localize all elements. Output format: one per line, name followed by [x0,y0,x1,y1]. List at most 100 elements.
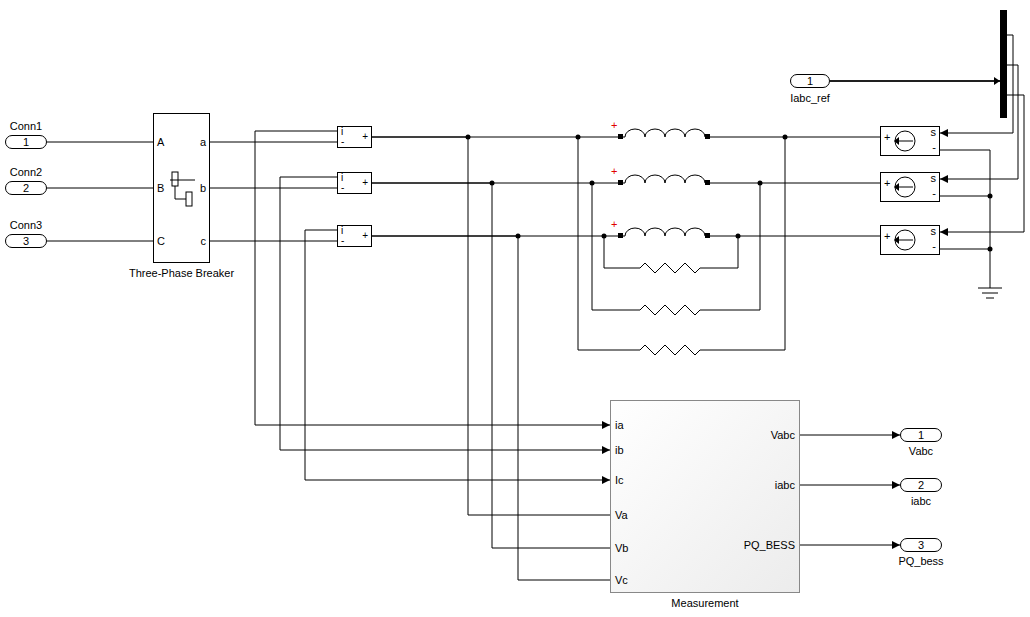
current-measurement-block: i-+ [337,126,372,148]
wire-connector [280,177,610,450]
block-label: - [341,235,344,246]
wire-segment [210,188,337,189]
block-label: 1 [6,136,46,149]
wire-segment [372,137,610,515]
wire-connector [800,485,900,486]
polarity-mark: + [611,218,617,231]
wire-connector [830,35,1013,133]
polarity-mark: + [611,119,617,132]
block-label: 1 [901,429,941,442]
ground-symbol [978,288,1002,289]
wire-segment [47,142,153,143]
block-label: iabc [911,495,931,508]
block-label: a [200,136,206,149]
wire-segment [47,188,153,189]
block-label: Vc [615,574,628,587]
block-label: iabc [775,479,795,492]
resistor-symbol [604,236,738,273]
wire-segment [47,241,153,242]
block-label: + [362,230,368,241]
block-label: - [932,141,936,154]
block-label: s [931,225,937,238]
wire-connector [800,545,900,546]
wire-connector [47,241,153,242]
wire-segment [800,485,900,486]
wire-segment [830,81,1000,82]
block-label: Iabc_ref [790,92,830,105]
polarity-mark: + [611,165,617,178]
wire-segment [800,435,900,436]
current-measurement-block: i- + [337,172,372,194]
block-label: c [201,235,207,248]
block-label: Ic [615,474,624,487]
block-label: i [341,172,343,183]
block-label: - [341,136,344,147]
block-label: + [884,230,890,243]
port-block: 1Vabc [900,428,942,442]
wire-segment [210,241,337,242]
block-label: Va [615,509,628,522]
block-label: s [931,126,937,139]
current-measurement-block: i- + [337,225,372,247]
wire-connector [372,236,610,580]
wire-segment [940,95,1024,232]
inductor-symbol [625,228,705,236]
block-label: i [341,225,343,236]
wire-segment [830,81,1000,82]
wire-connector [830,81,1024,232]
block-label: 1 [791,75,829,88]
block-label: ib [615,444,624,457]
block-label: 3 [901,539,941,552]
block-label: + [884,177,890,190]
block-label: Vb [615,542,628,555]
block-label: Vabc [771,429,795,442]
inductor-symbol [625,175,705,183]
wire-connector [47,142,153,143]
block-label: + [884,131,890,144]
resistor-symbol [578,137,785,355]
wire-connector [210,142,337,143]
block-label: s [931,172,937,185]
resistor-symbol [592,183,760,315]
wire-segment [305,230,610,480]
wire-segment [940,65,1018,179]
block-label: C [157,235,165,248]
block-label: ia [615,419,624,432]
wire-connector [47,188,153,189]
block-label: 2 [6,182,46,195]
port-block: 2iabc [900,478,942,492]
inductor-symbol [625,129,705,137]
port-block: 1Iabc_ref [790,74,830,88]
wire-connector [210,241,337,242]
port-block: Conn11 [5,135,47,149]
block-label: 3 [6,235,46,248]
block-label: + [362,131,368,142]
block-label: b [200,182,206,195]
block-label: 2 [901,479,941,492]
block-label: Conn1 [10,120,42,133]
block-label: A [157,136,164,149]
current-source-block: +s- [880,172,940,202]
wire-connector [255,131,610,425]
current-source-block: + s - [880,126,940,156]
wire-segment [210,142,337,143]
wire-connector [372,137,610,515]
measurement-block: iaibIcVaVbVcVabciabcPQ_BESSMeasurement [610,400,800,593]
ground-wire [990,150,991,288]
wire-connector [830,65,1018,179]
block-label: Measurement [671,597,738,610]
wire-segment [255,131,610,425]
block-label: Conn3 [10,219,42,232]
block-label: Three-Phase Breaker [129,267,234,280]
block-label: - [932,240,936,253]
wire-segment [940,35,1013,133]
block-label: PQ_BESS [744,539,795,552]
block-label: B [157,182,164,195]
wire-connector [305,230,610,480]
block-label: Vabc [909,445,933,458]
block-label: + [362,177,368,188]
block-label: - [341,182,344,193]
port-block: Conn22 [5,181,47,195]
current-source-block: + s - [880,225,940,255]
